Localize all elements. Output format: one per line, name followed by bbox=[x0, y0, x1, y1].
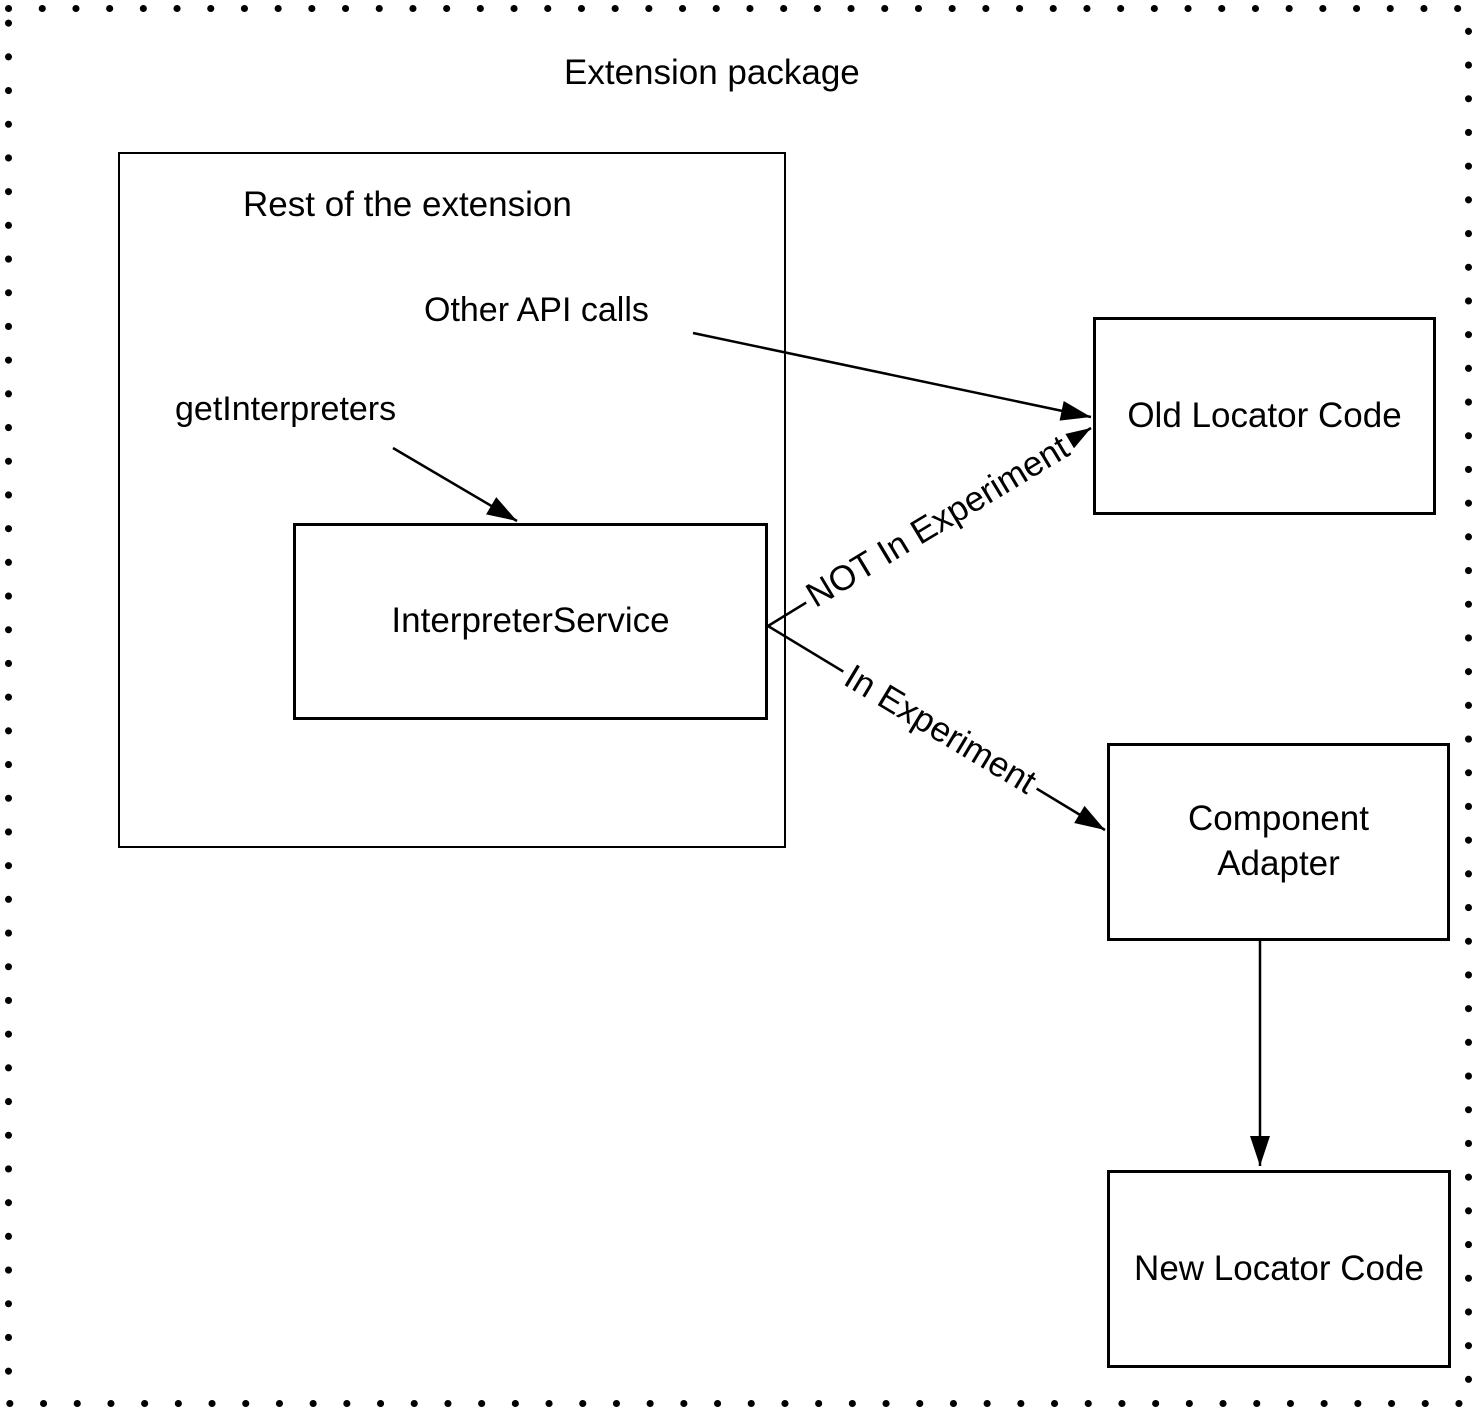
arrow-getinterpreters-to-interpreter-service bbox=[392, 446, 518, 523]
rest-of-extension-label: Rest of the extension bbox=[243, 185, 572, 224]
rest-of-extension-group bbox=[118, 152, 786, 848]
component-adapter-label-line1: Component bbox=[1188, 799, 1369, 839]
interpreter-service-label: InterpreterService bbox=[391, 601, 670, 641]
interpreter-service-node: InterpreterService bbox=[293, 523, 768, 720]
component-adapter-label-line2: Adapter bbox=[1217, 844, 1340, 883]
get-interpreters-label: getInterpreters bbox=[175, 390, 397, 428]
new-locator-label: New Locator Code bbox=[1134, 1248, 1424, 1288]
other-api-calls-label: Other API calls bbox=[424, 291, 649, 329]
old-locator-node: Old Locator Code bbox=[1093, 317, 1436, 515]
component-adapter-node: Component Adapter bbox=[1107, 743, 1450, 941]
old-locator-label: Old Locator Code bbox=[1127, 395, 1402, 435]
arrow-other-api-to-old-locator bbox=[692, 331, 1092, 421]
diagram-title: Extension package bbox=[564, 53, 860, 92]
dotted-package-border bbox=[5, 5, 1472, 1407]
new-locator-node: New Locator Code bbox=[1107, 1170, 1451, 1368]
